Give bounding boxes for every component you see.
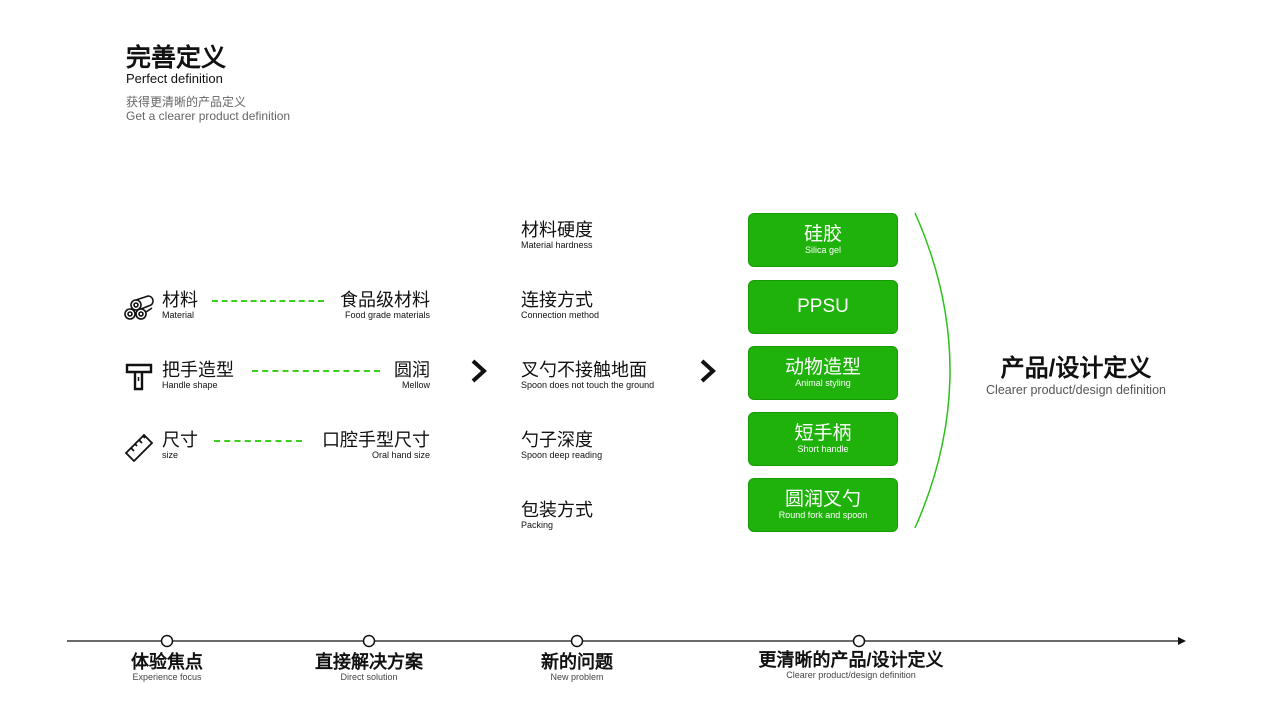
attribute-value: 圆润 <box>394 360 430 380</box>
consideration-en: Packing <box>521 520 554 530</box>
conclusion-en: Clearer product/design definition <box>986 383 1166 397</box>
consideration-cn: 包装方式 <box>521 500 593 520</box>
timeline-node <box>852 634 866 648</box>
chevron-right-icon <box>471 359 487 383</box>
attribute-value: 口腔手型尺寸 <box>322 430 430 450</box>
material-rolls-icon <box>124 295 154 320</box>
result-cn: 短手柄 <box>794 423 852 444</box>
timeline-node <box>160 634 174 648</box>
ruler-icon <box>124 433 154 462</box>
result-en: Short handle <box>797 444 849 454</box>
timeline-en: Experience focus <box>132 672 202 682</box>
attribute-label-en: size <box>162 450 179 460</box>
timeline-cn: 直接解决方案 <box>315 652 423 672</box>
conclusion-cn: 产品/设计定义 <box>1000 355 1152 382</box>
chevron-right-icon <box>700 359 716 383</box>
attribute-value-en: Food grade materials <box>344 310 430 320</box>
timeline-en: Direct solution <box>340 672 398 682</box>
handle-icon <box>125 363 153 391</box>
description-en: Get a clearer product definition <box>126 109 291 123</box>
result-cn: PPSU <box>797 296 849 317</box>
consideration-cn: 材料硬度 <box>521 220 593 240</box>
consideration-cn: 勺子深度 <box>521 430 593 450</box>
timeline-en: New problem <box>550 672 604 682</box>
result-en: Silica gel <box>804 245 842 255</box>
attribute-label: 材料 <box>162 290 198 310</box>
result-cn: 硅胶 <box>803 224 842 245</box>
page-description: 获得更清晰的产品定义 Get a clearer product definit… <box>126 95 290 123</box>
dashed-connector <box>252 370 380 372</box>
attribute-label-en: Handle shape <box>162 380 218 390</box>
result-en: Animal styling <box>795 378 851 388</box>
consideration-cn: 连接方式 <box>521 290 593 310</box>
attribute-value-en: Mellow <box>401 380 430 390</box>
dashed-connector <box>214 440 302 442</box>
consideration-en: Spoon does not touch the ground <box>521 380 655 390</box>
attribute-label: 把手造型 <box>162 360 234 380</box>
description-cn: 获得更清晰的产品定义 <box>126 95 247 109</box>
timeline-en: Clearer product/design definition <box>786 670 916 680</box>
attribute-label: 尺寸 <box>162 430 198 450</box>
conclusion: 产品/设计定义 Clearer product/design definitio… <box>976 355 1176 397</box>
consideration-en: Spoon deep reading <box>521 450 603 460</box>
page-title: 完善定义 <box>126 44 227 72</box>
result-cn: 动物造型 <box>784 357 861 378</box>
result-cn: 圆润叉勺 <box>784 489 861 510</box>
timeline-node <box>570 634 584 648</box>
dashed-connector <box>212 300 324 302</box>
arrow-head-icon <box>1178 637 1186 645</box>
consideration-cn: 叉勺不接触地面 <box>521 360 647 380</box>
attribute-value-en: Oral hand size <box>371 450 430 460</box>
timeline-node <box>362 634 376 648</box>
timeline-cn: 体验焦点 <box>131 652 203 672</box>
result-box: PPSU <box>748 280 898 334</box>
attribute-label-en: Material <box>162 310 195 320</box>
timeline-cn: 更清晰的产品/设计定义 <box>758 650 944 670</box>
result-en: Round fork and spoon <box>778 510 868 520</box>
page-subtitle: Perfect definition <box>126 71 223 86</box>
consideration-en: Material hardness <box>521 240 593 250</box>
timeline-axis <box>67 634 1186 648</box>
timeline-cn: 新的问题 <box>541 652 613 672</box>
bracket-arc <box>914 212 951 529</box>
attribute-value: 食品级材料 <box>340 290 430 310</box>
consideration-en: Connection method <box>521 310 600 320</box>
